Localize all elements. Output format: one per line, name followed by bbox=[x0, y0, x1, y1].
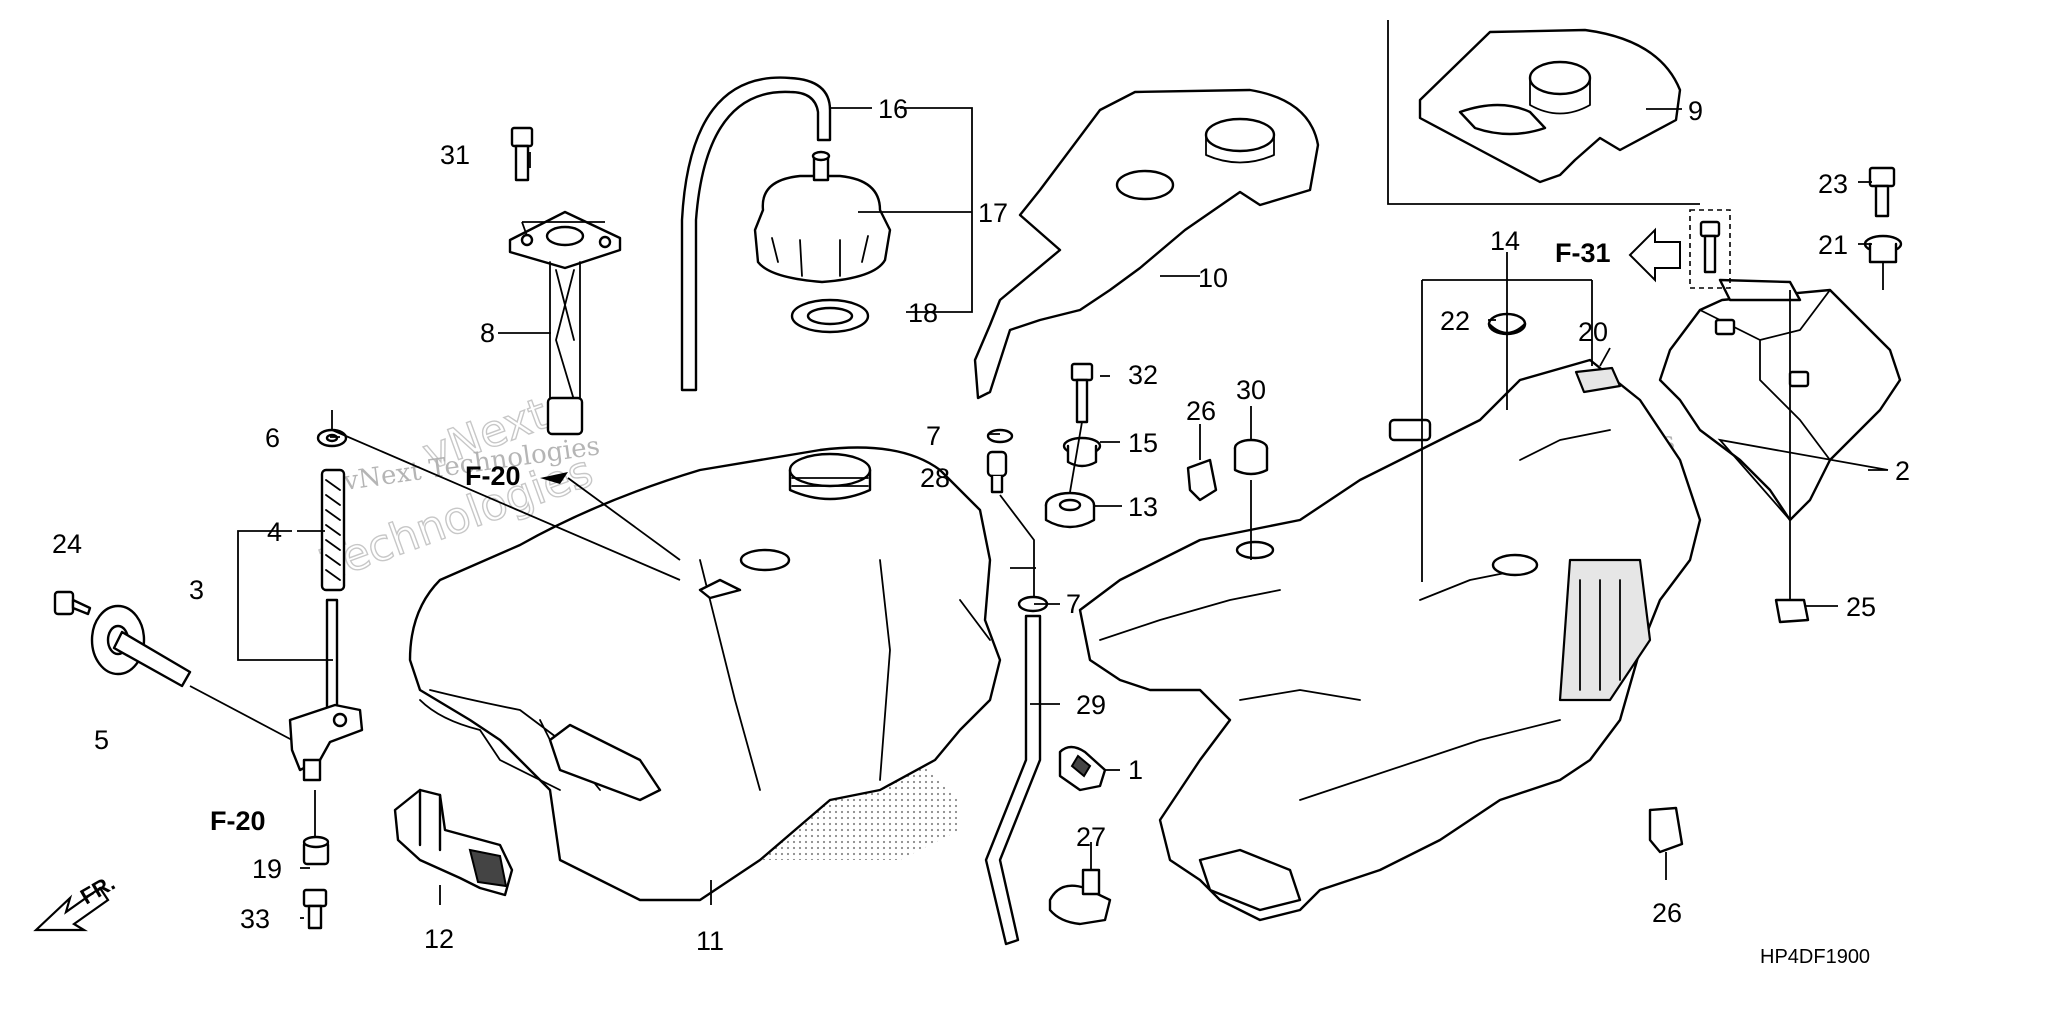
callout-14: 14 bbox=[1490, 226, 1520, 256]
callout-23: 23 bbox=[1818, 169, 1848, 199]
callout-19: 19 bbox=[252, 854, 282, 884]
callout-22: 22 bbox=[1440, 306, 1470, 336]
callout-30: 30 bbox=[1236, 375, 1266, 405]
callout-7a: 7 bbox=[926, 421, 941, 451]
part-9-cover[interactable] bbox=[1418, 28, 1682, 184]
front-arrow-icon bbox=[33, 886, 110, 932]
part-23-bolt[interactable] bbox=[1868, 166, 1896, 218]
callout-8: 8 bbox=[480, 318, 495, 348]
callout-17: 17 bbox=[978, 198, 1008, 228]
callout-26b: 26 bbox=[1652, 898, 1682, 928]
callout-7b: 7 bbox=[1066, 589, 1081, 619]
callout-20: 20 bbox=[1578, 317, 1608, 347]
callout-13: 13 bbox=[1128, 492, 1158, 522]
callout-5: 5 bbox=[94, 725, 109, 755]
inset-frame bbox=[1387, 20, 1700, 205]
part-26-clip-upper[interactable] bbox=[1186, 458, 1218, 502]
callout-16: 16 bbox=[878, 94, 908, 124]
part-27-clamp[interactable] bbox=[1048, 868, 1112, 926]
diagram-code: HP4DF1900 bbox=[1760, 946, 1870, 968]
part-8-fuel-unit[interactable] bbox=[508, 210, 622, 436]
leader-lines bbox=[189, 107, 1889, 919]
part-10-shroud[interactable] bbox=[973, 88, 1320, 400]
part-1-clamp[interactable] bbox=[1058, 745, 1107, 792]
callout-26a: 26 bbox=[1186, 396, 1216, 426]
part-30-cap[interactable] bbox=[1233, 438, 1269, 476]
part-29-hose[interactable] bbox=[984, 614, 1042, 946]
callout-24: 24 bbox=[52, 529, 82, 559]
callout-28: 28 bbox=[920, 463, 950, 493]
callout-2: 2 bbox=[1895, 456, 1910, 486]
part-3-fuel-cock[interactable] bbox=[288, 598, 364, 782]
part-2-bracket[interactable] bbox=[1658, 278, 1902, 522]
callout-31: 31 bbox=[440, 140, 470, 170]
part-32-bolt[interactable] bbox=[1070, 362, 1094, 424]
callout-32: 32 bbox=[1128, 360, 1158, 390]
part-16-vent-tube[interactable] bbox=[680, 76, 832, 392]
f20-upper-leader bbox=[567, 477, 681, 561]
callout-4: 4 bbox=[267, 517, 282, 547]
part-18-gasket[interactable] bbox=[790, 298, 870, 334]
callout-1: 1 bbox=[1128, 755, 1143, 785]
callout-27: 27 bbox=[1076, 822, 1106, 852]
part-33-bolt[interactable] bbox=[302, 888, 328, 930]
callout-3: 3 bbox=[189, 575, 204, 605]
part-6-clip[interactable] bbox=[316, 428, 348, 448]
part-19-washer[interactable] bbox=[302, 835, 330, 866]
callout-11: 11 bbox=[696, 926, 724, 956]
part-14-frame[interactable] bbox=[1078, 358, 1702, 922]
part-20-seal[interactable] bbox=[1574, 366, 1622, 394]
ref-f20-upper: F-20 bbox=[465, 461, 521, 491]
part-21-washer[interactable] bbox=[1863, 234, 1903, 264]
part-13-grommet[interactable] bbox=[1044, 491, 1096, 529]
f31-arrow-icon bbox=[1628, 227, 1681, 283]
part-25-clip[interactable] bbox=[1774, 598, 1810, 624]
part-17-fuel-cap[interactable] bbox=[753, 150, 892, 284]
callout-12: 12 bbox=[424, 924, 454, 954]
part-11-fuel-tank[interactable] bbox=[408, 446, 1002, 902]
f31-dashed-box bbox=[1689, 209, 1731, 289]
part-24-screw[interactable] bbox=[53, 590, 92, 616]
part-31-bolt[interactable] bbox=[510, 126, 534, 182]
callout-29: 29 bbox=[1076, 690, 1106, 720]
part-4-strainer[interactable] bbox=[320, 468, 346, 592]
callout-9: 9 bbox=[1688, 96, 1703, 126]
part-28-joint[interactable] bbox=[986, 450, 1008, 494]
part-12-bracket[interactable] bbox=[393, 788, 514, 897]
part-7-clip-upper[interactable] bbox=[986, 428, 1014, 444]
callout-15: 15 bbox=[1128, 428, 1158, 458]
ref-f20-lower: F-20 bbox=[210, 806, 266, 836]
callout-21: 21 bbox=[1818, 230, 1848, 260]
part-26-clip-lower[interactable] bbox=[1648, 806, 1684, 854]
part-15-collar[interactable] bbox=[1062, 436, 1102, 468]
callout-33: 33 bbox=[240, 904, 270, 934]
callouts: 1 2 3 4 5 6 7 7 8 9 10 11 12 13 14 15 16… bbox=[52, 94, 1910, 956]
ref-f31: F-31 bbox=[1555, 238, 1611, 268]
part-5-grommet[interactable] bbox=[90, 604, 192, 688]
callout-25: 25 bbox=[1846, 592, 1876, 622]
f20-upper-arrow-icon bbox=[540, 472, 568, 484]
callout-6: 6 bbox=[265, 423, 280, 453]
callout-10: 10 bbox=[1198, 263, 1228, 293]
callout-18: 18 bbox=[908, 298, 938, 328]
